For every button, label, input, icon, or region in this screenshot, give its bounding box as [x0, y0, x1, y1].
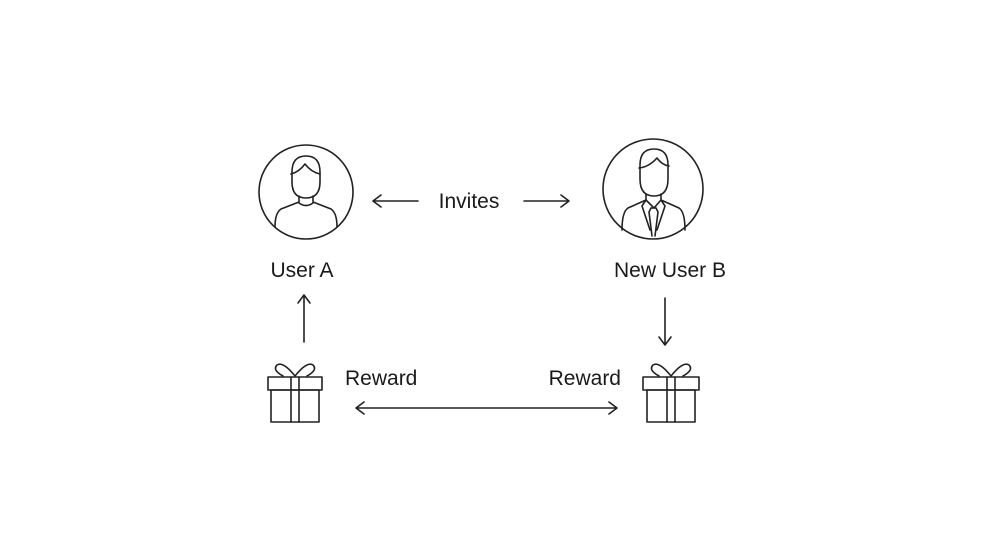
gift-b-icon: [642, 363, 700, 423]
user-b-label: New User B: [614, 259, 726, 282]
user-a-label: User A: [270, 259, 333, 282]
reward-label-a: Reward: [345, 367, 417, 390]
invites-arrow-right: [523, 194, 570, 208]
user-b-businessman-icon: [602, 138, 704, 240]
invites-arrow-left: [372, 194, 419, 208]
user-a-person-icon: [258, 144, 354, 240]
invites-label: Invites: [439, 190, 500, 213]
reward-label-b: Reward: [549, 367, 621, 390]
arrow-up-to-user-a: [297, 294, 311, 343]
gift-a-icon: [267, 363, 323, 423]
arrow-down-from-user-b: [658, 297, 672, 346]
reward-double-arrow: [355, 401, 618, 415]
